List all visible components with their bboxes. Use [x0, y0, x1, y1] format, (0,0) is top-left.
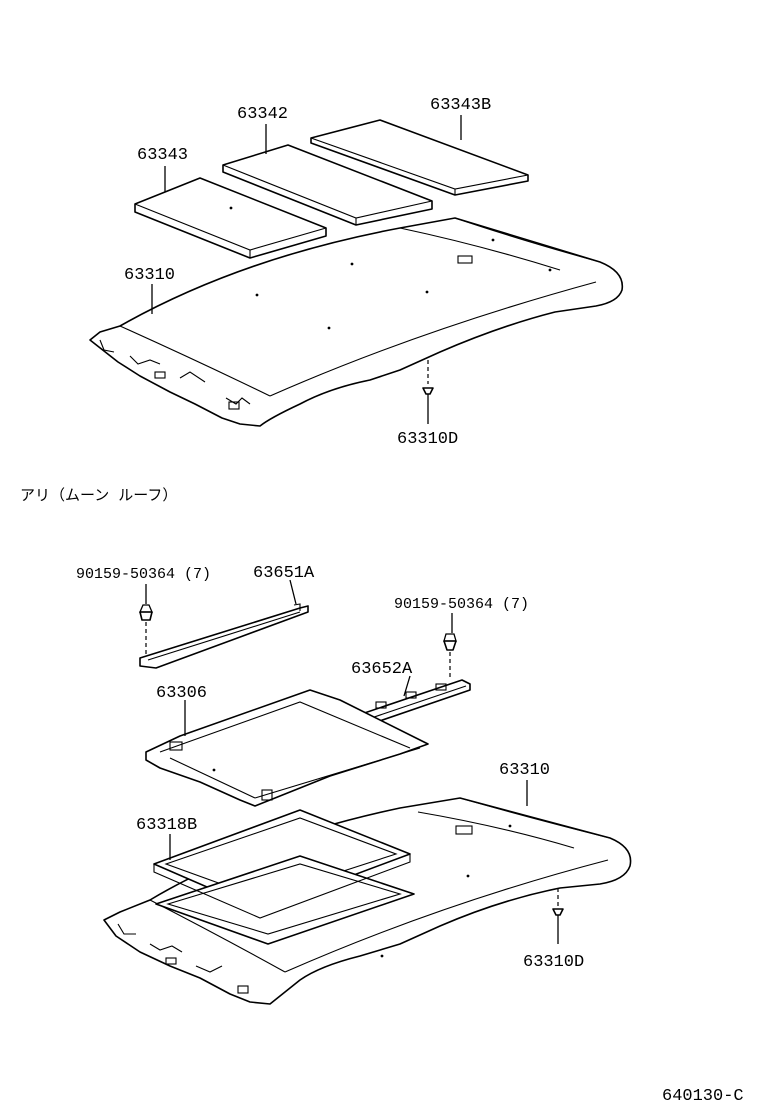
label-pad-middle: 63342 [237, 105, 288, 124]
clip-lower-part [552, 888, 564, 944]
trim-seal-part [153, 809, 415, 945]
leader-rear-retainer [403, 675, 411, 697]
label-headliner-lower: 63310 [499, 761, 550, 780]
label-trim-seal: 63318B [136, 816, 197, 835]
label-clip-upper: 63310D [397, 430, 458, 449]
label-headliner-upper: 63310 [124, 266, 175, 285]
label-screw-right: 90159-50364 (7) [394, 596, 529, 613]
screw-right-part [443, 633, 457, 678]
label-front-retainer: 63651A [253, 564, 315, 583]
label-clip-lower: 63310D [523, 953, 584, 972]
label-sunshade-frame: 63306 [156, 684, 207, 703]
section-title: アリ（ムーン ルーフ） [20, 487, 177, 505]
front-retainer-part [139, 603, 309, 669]
pad-right-part [310, 119, 529, 196]
label-pad-right: 63343B [430, 96, 491, 115]
label-rear-retainer: 63652A [351, 660, 413, 679]
headliner-upper-part [89, 217, 624, 427]
pad-middle-part [222, 144, 433, 226]
leader-front-retainer [289, 579, 297, 605]
label-screw-left: 90159-50364 (7) [76, 566, 211, 583]
figure-code: 640130-C [662, 1087, 744, 1106]
sunshade-frame-part [145, 689, 429, 807]
label-pad-left: 63343 [137, 146, 188, 165]
screw-left-part [139, 604, 153, 656]
pad-left-part [134, 177, 327, 259]
clip-upper-part [422, 360, 434, 400]
